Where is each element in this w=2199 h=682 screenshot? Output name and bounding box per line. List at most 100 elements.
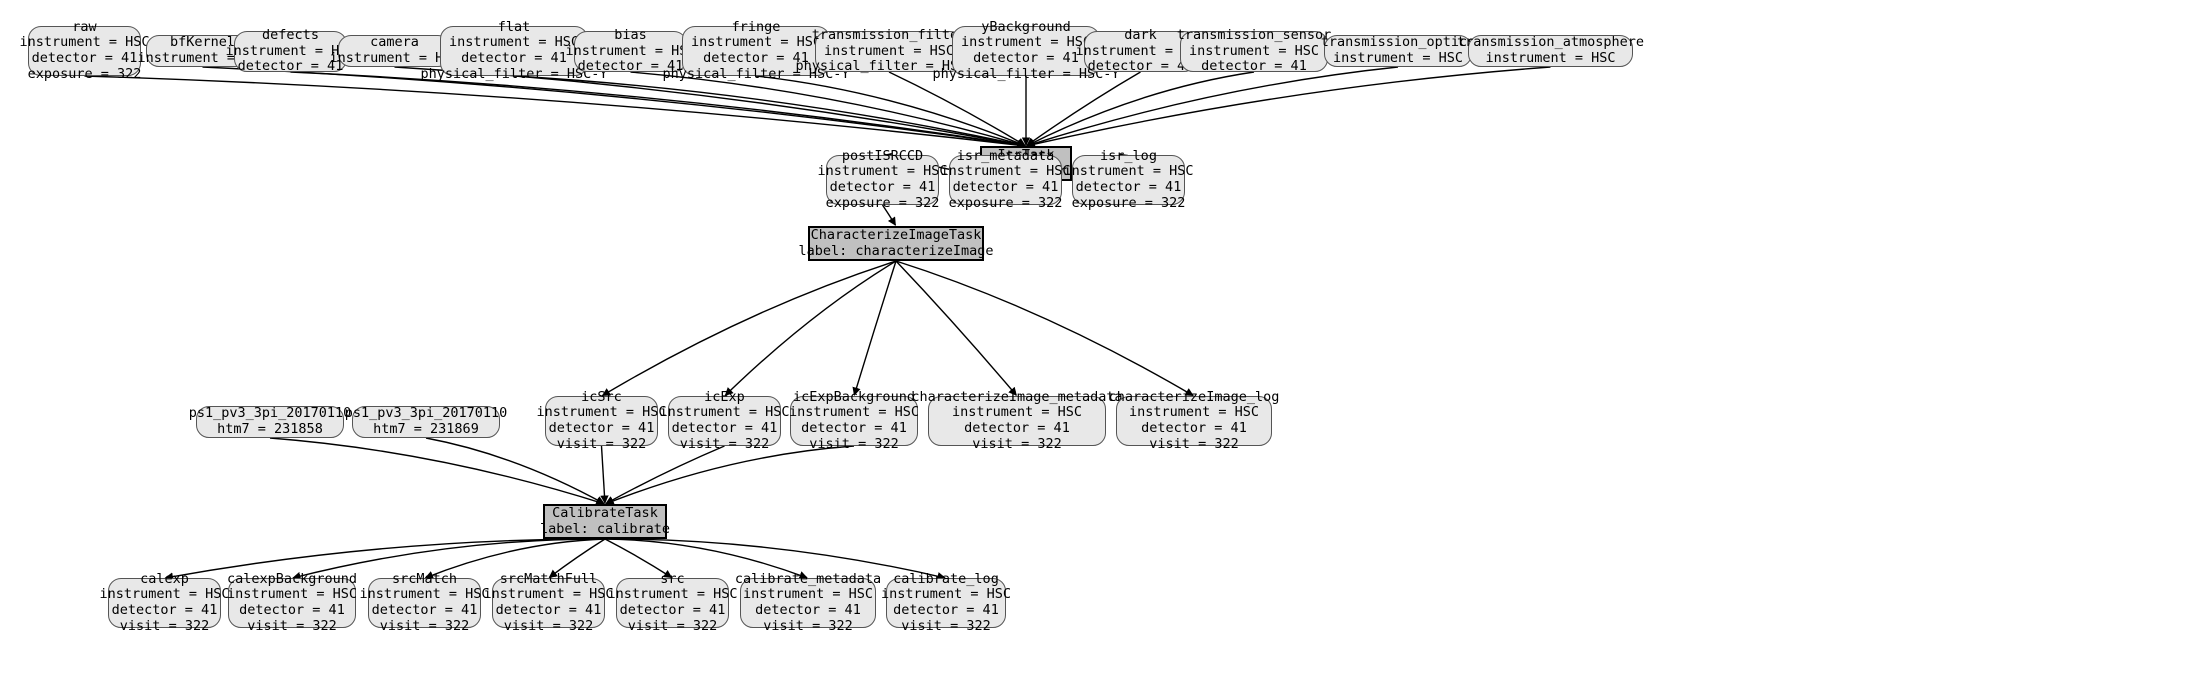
node-attribute: detector = 41 [548, 420, 655, 436]
edge-dark-to-IsrTask [1026, 71, 1141, 147]
node-title: raw [72, 18, 97, 35]
node-title: icSrc [581, 388, 622, 405]
node-attribute: exposure = 322 [1071, 194, 1186, 211]
node-attribute: instrument = HSC [690, 34, 822, 51]
node-attribute: visit = 322 [247, 617, 337, 634]
edge-bias-to-IsrTask [630, 71, 1026, 148]
node-attribute: instrument = HSC [359, 586, 490, 603]
node-attribute: detector = 41 [829, 179, 936, 195]
node-attribute: label: calibrate [539, 520, 671, 537]
node-title: calibrate_log [893, 570, 999, 587]
edge-transmission_filter-to-IsrTask [888, 71, 1026, 147]
node-title: postISRCCD [841, 147, 924, 164]
node-title: dark [1124, 27, 1157, 44]
node-title: transmission_optics [1320, 34, 1476, 51]
node-attribute: exposure = 322 [825, 194, 940, 211]
node-attribute: detector = 41 [1087, 58, 1194, 75]
node-title: isr_log [1100, 147, 1157, 164]
node-attribute: detector = 41 [237, 58, 344, 75]
node-attribute: visit = 322 [503, 617, 594, 634]
node-attribute: instrument = HSC [823, 42, 955, 59]
node-attribute: instrument = HSC [226, 586, 358, 603]
node-attribute: instrument = HSC [329, 50, 460, 66]
edge-raw-to-IsrTask [84, 75, 1026, 150]
edge-icSrc-to-CalibrateTask [600, 445, 609, 504]
node-attribute: instrument = HSC [1188, 42, 1320, 59]
edge-defects-to-IsrTask [290, 71, 1026, 149]
node-title: flat [497, 18, 531, 35]
node-title: calexp [140, 570, 189, 587]
edge-icExp-to-CalibrateTask [605, 445, 725, 505]
node-title: bfKernel [169, 34, 236, 51]
node-attribute: detector = 41 [577, 58, 684, 75]
node-title: srcMatch [391, 570, 458, 587]
node-attribute: visit = 322 [901, 617, 991, 634]
node-title: camera [370, 34, 419, 51]
node-title: ps1_pv3_3pi_20170110 [188, 405, 352, 422]
node-attribute: physical_filter = HSC-Y [932, 65, 1120, 82]
node-title: transmission_sensor [1176, 27, 1332, 44]
node-attribute: detector = 41 [239, 602, 345, 618]
node-title: characterizeImage_metadata [911, 388, 1123, 405]
node-attribute: instrument = HSC [742, 586, 874, 603]
node-attribute: detector = 41 [495, 602, 602, 618]
node-attribute: detector = 41 [952, 179, 1059, 195]
node-attribute: instrument = HSC [1485, 50, 1616, 66]
node-title: src [660, 570, 685, 587]
edge-CharacterizeImageTask-to-icExpBackground [852, 260, 897, 396]
edge-CharacterizeImageTask-to-characterizeImage_metadata [895, 260, 1017, 396]
node-attribute: detector = 41 [31, 50, 138, 66]
node-attribute: instrument = HSC [659, 404, 790, 421]
node-attribute: visit = 322 [763, 617, 853, 634]
node-attribute: instrument = HSC [1063, 163, 1194, 180]
node-attribute: detector = 41 [1141, 420, 1247, 436]
node-attribute: detector = 41 [973, 50, 1079, 66]
node-attribute: instrument = HSC [536, 404, 667, 421]
node-attribute: instrument = HSC [1128, 404, 1260, 421]
node-attribute: instrument = HSC [880, 586, 1012, 603]
node-attribute: label: characterizeImage [798, 242, 994, 259]
node-attribute: instrument = HSC [817, 163, 948, 180]
node-attribute: htm7 = 231858 [217, 421, 323, 437]
node-attribute: instrument = HSC [951, 404, 1083, 421]
edge-ps1_a-to-CalibrateTask [269, 437, 605, 506]
node-attribute: detector = 41 [111, 602, 218, 618]
node-attribute: instrument = HSC [1332, 50, 1464, 66]
node-attribute: visit = 322 [627, 617, 718, 634]
node-attribute: visit = 322 [119, 617, 210, 634]
edge-CharacterizeImageTask-to-icExp [724, 260, 897, 396]
node-attribute: visit = 322 [379, 617, 470, 634]
